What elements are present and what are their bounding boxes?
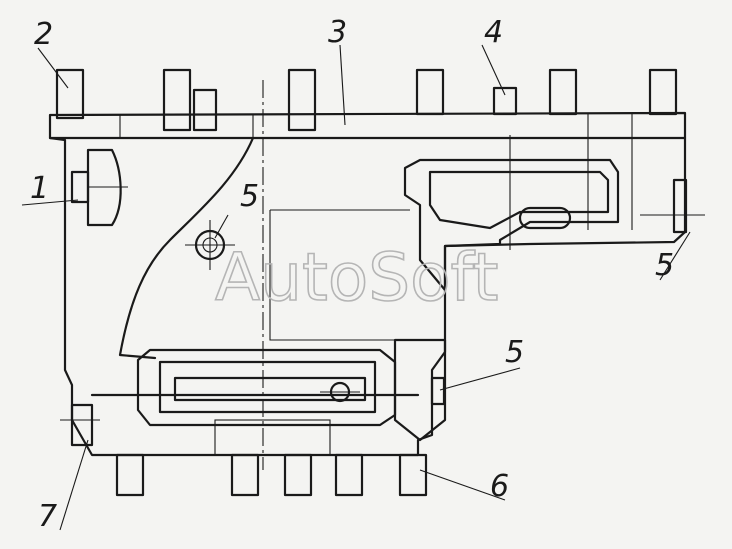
leader-lines — [21, 44, 691, 531]
upper-shaft-section — [403, 135, 705, 292]
left-bore-section — [70, 148, 128, 227]
housing-outline — [48, 111, 687, 457]
lower-shaft-section — [136, 338, 447, 442]
top-studs — [55, 68, 678, 132]
callout-labels: 1 2 3 4 5 5 5 6 7 — [30, 15, 674, 534]
callout-1: 1 — [30, 171, 49, 206]
callout-5-plug: 5 — [240, 179, 259, 214]
callout-7: 7 — [38, 499, 57, 534]
bottom-flange — [60, 393, 420, 456]
bottom-studs — [115, 453, 428, 497]
watermark-text: AutoSoft — [215, 239, 498, 316]
callout-3: 3 — [328, 15, 347, 50]
callout-5-lower: 5 — [505, 335, 524, 370]
plug-symbol — [185, 220, 235, 270]
callout-5-right: 5 — [655, 248, 674, 283]
callout-2: 2 — [34, 17, 53, 52]
callout-6: 6 — [490, 469, 509, 504]
callout-4: 4 — [484, 15, 503, 50]
